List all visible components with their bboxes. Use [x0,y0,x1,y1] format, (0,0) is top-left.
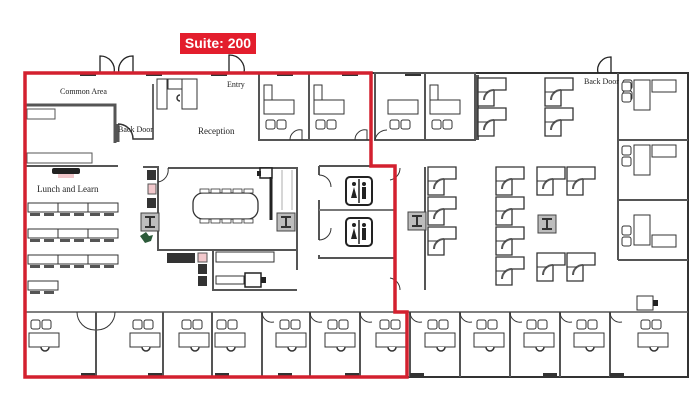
label-lunch-and-learn: Lunch and Learn [37,184,99,194]
label-back-door-east: Back Door [584,77,619,86]
restroom-icon [345,176,373,206]
label-back-door-west: Back Door [118,125,153,134]
label-reception: Reception [198,126,235,136]
suite-outline [23,71,409,379]
restroom-icon [345,217,373,247]
label-common-area: Common Area [60,87,107,96]
suite-badge[interactable]: Suite: 200 [180,33,256,54]
label-entry: Entry [227,80,245,89]
